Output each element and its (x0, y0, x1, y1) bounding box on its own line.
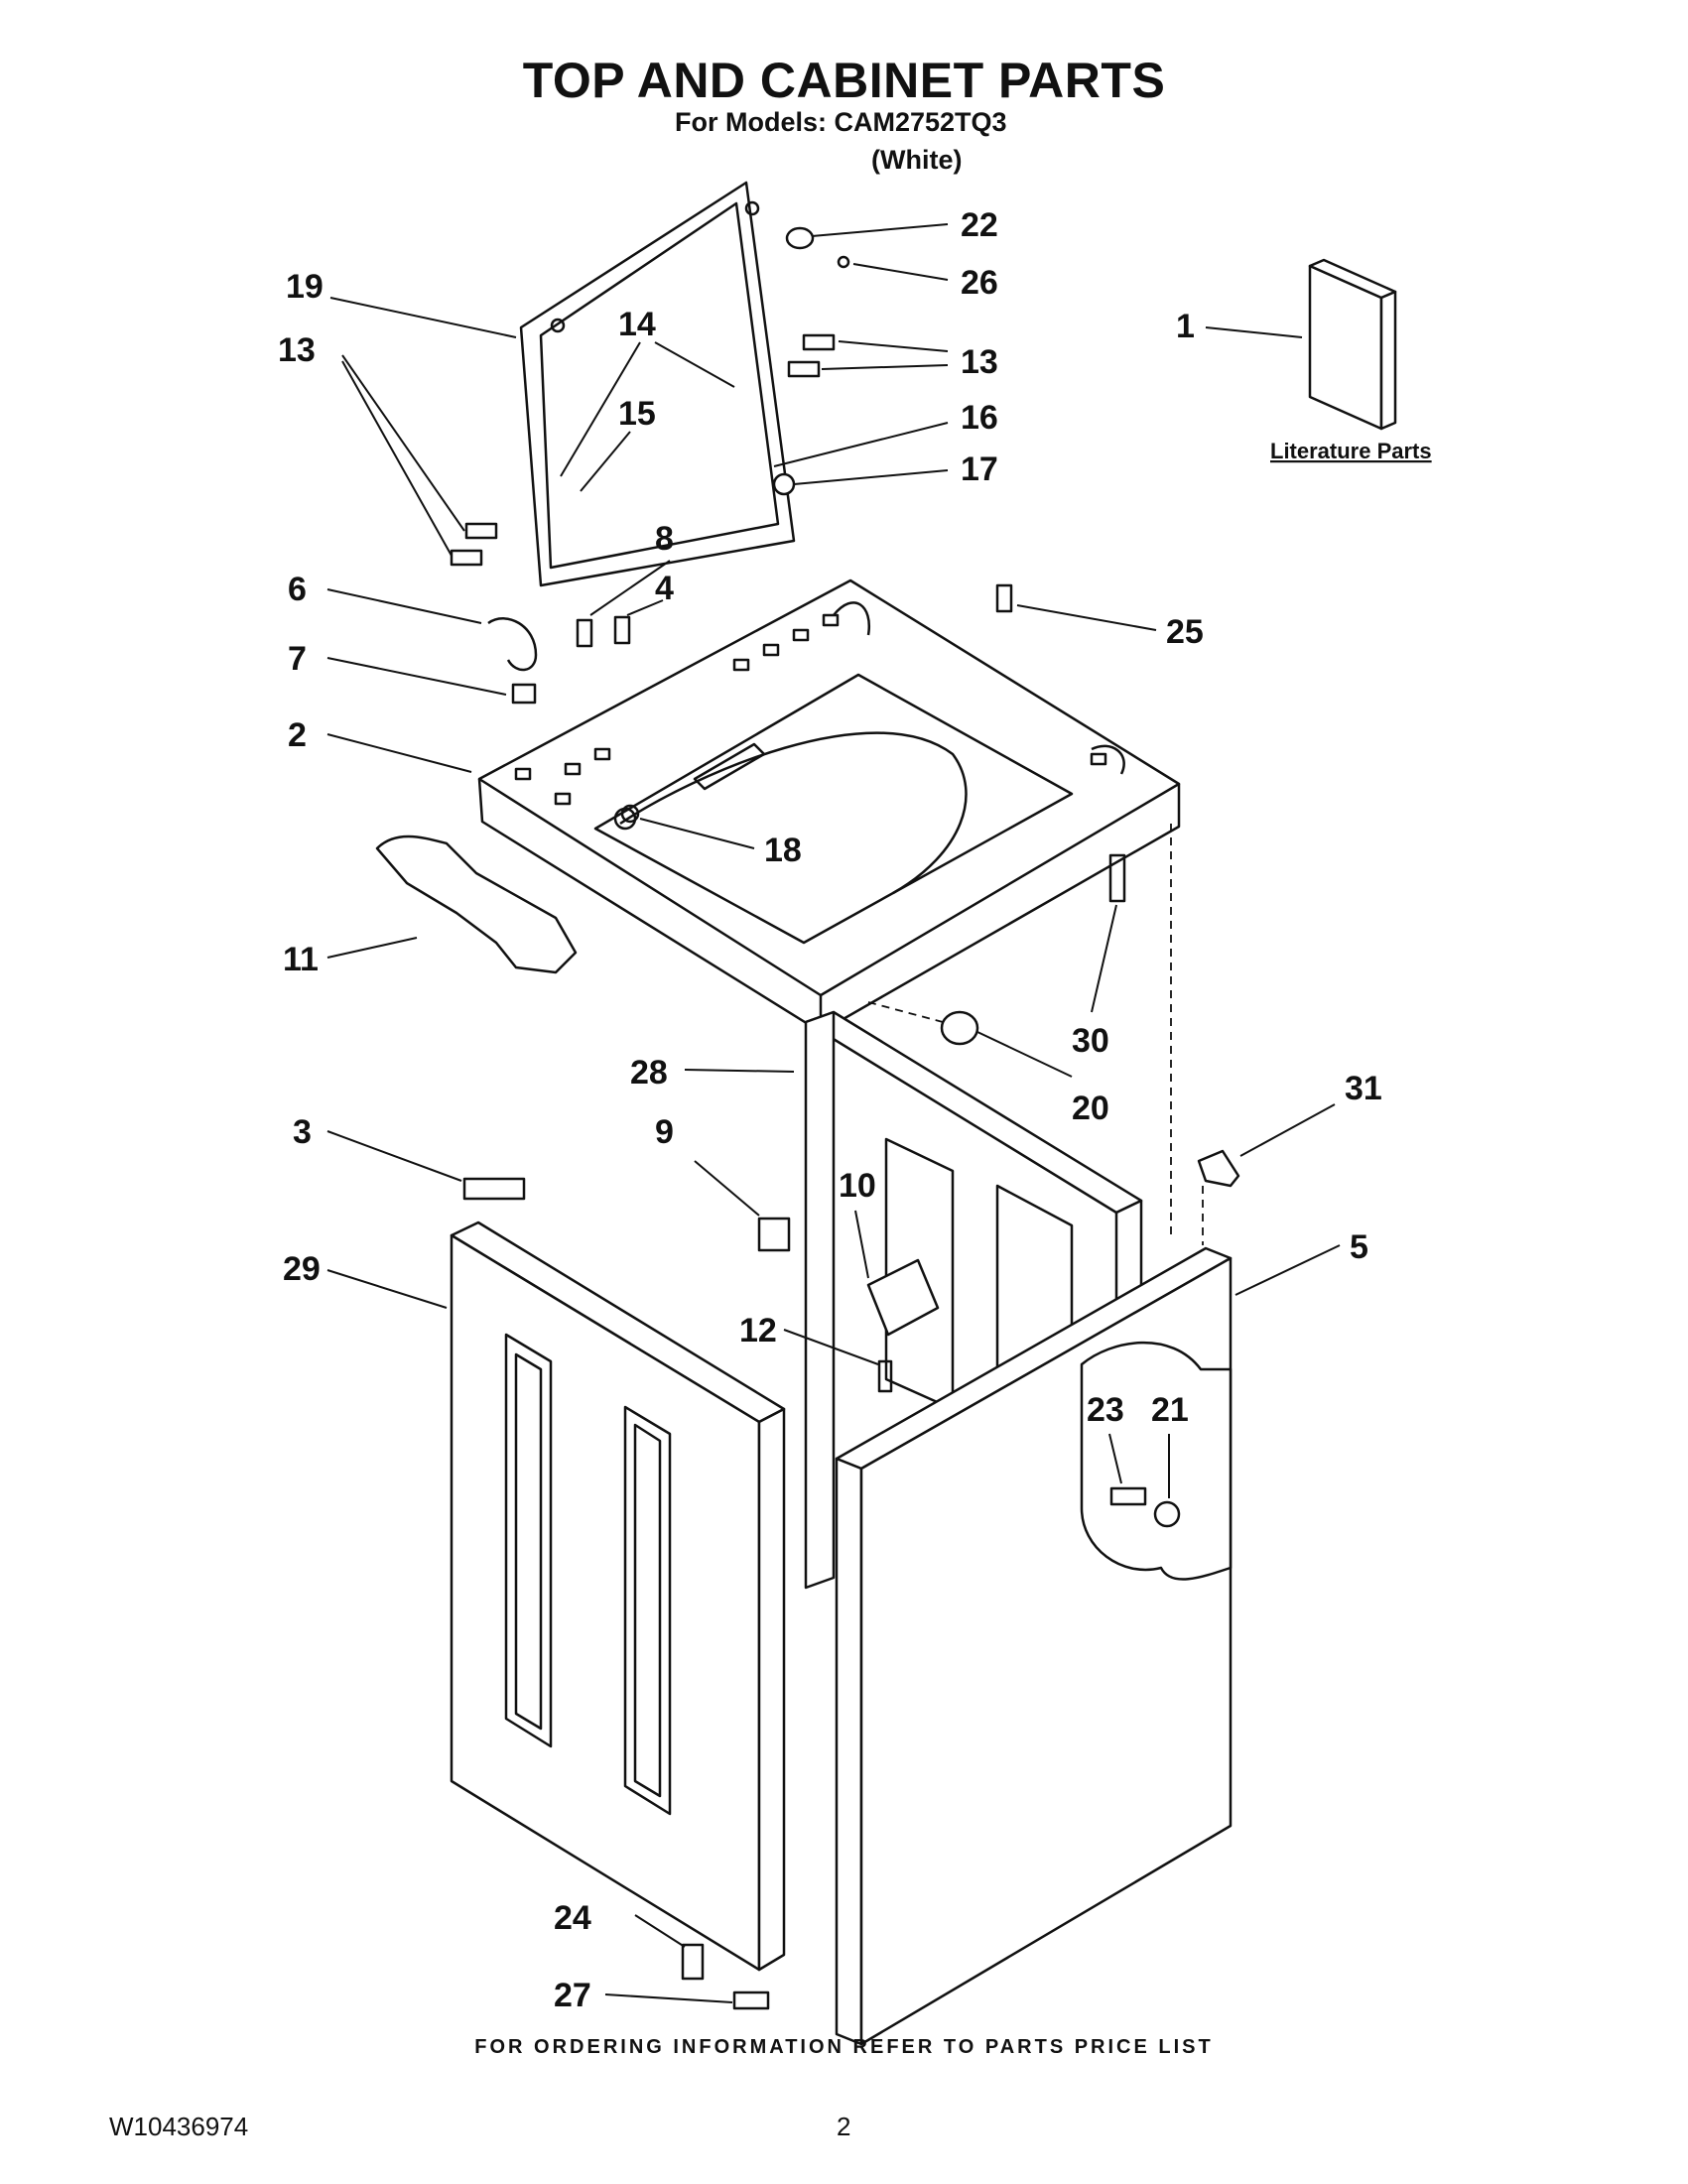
part-4-screw (613, 615, 631, 645)
part-27-screw (732, 1991, 770, 2010)
callout-11: 11 (283, 941, 319, 978)
small-parts (375, 226, 1240, 2010)
callout-25: 25 (1166, 613, 1204, 651)
literature-parts-label: Literature Parts (1270, 439, 1432, 463)
model-variant: (White) (871, 145, 963, 175)
part-8-screw (576, 618, 593, 648)
callouts: 22 26 19 14 13 1 15 16 17 13 8 4 6 25 7 … (278, 206, 1432, 2014)
callout-21: 21 (1151, 1391, 1189, 1429)
part-7-nut (511, 683, 537, 705)
callout-13-left: 13 (278, 331, 316, 369)
side-panel (835, 1246, 1233, 2046)
part-24-clip (681, 1943, 705, 1981)
callout-15: 15 (618, 395, 656, 433)
part-11-switch (375, 835, 578, 974)
part-31-clip (1197, 1149, 1240, 1188)
leader-lines (326, 223, 1341, 2003)
part-22 (785, 226, 815, 250)
callout-31: 31 (1345, 1070, 1382, 1107)
callout-19: 19 (286, 268, 324, 306)
callout-17: 17 (961, 450, 998, 488)
callout-7: 7 (288, 640, 307, 678)
part-26 (837, 255, 850, 269)
callout-26: 26 (961, 264, 998, 302)
callout-9: 9 (655, 1113, 674, 1151)
callout-5: 5 (1350, 1228, 1368, 1266)
callout-24: 24 (554, 1899, 591, 1937)
part-13-screw-left (464, 522, 498, 540)
callout-13-right: 13 (961, 343, 998, 381)
part-12-screw (877, 1359, 893, 1393)
part-10-bracket (866, 1258, 940, 1337)
part-6-clip (487, 617, 538, 672)
part-9-clip (757, 1217, 791, 1252)
part-23-bolt (1109, 1486, 1147, 1506)
callout-27: 27 (554, 1977, 591, 2014)
part-20-bumper (940, 1010, 979, 1046)
lid-frame (519, 181, 796, 587)
callout-14: 14 (618, 306, 656, 343)
callout-16: 16 (961, 399, 998, 437)
callout-1: 1 (1176, 308, 1195, 345)
callout-18: 18 (764, 832, 802, 869)
callout-30: 30 (1072, 1022, 1109, 1060)
page-number: 2 (837, 2112, 851, 2141)
assembly-guides (867, 824, 1204, 1245)
part-17 (772, 472, 796, 496)
callout-23: 23 (1087, 1391, 1124, 1429)
callout-12: 12 (739, 1312, 777, 1349)
part-3-pad (462, 1177, 526, 1201)
front-panel (450, 1220, 786, 1972)
ordering-note: FOR ORDERING INFORMATION REFER TO PARTS … (474, 2036, 1214, 2058)
callout-3: 3 (293, 1113, 312, 1151)
callout-29: 29 (283, 1250, 321, 1288)
callout-20: 20 (1072, 1090, 1109, 1127)
callout-2: 2 (288, 716, 307, 754)
part-21-washer (1153, 1500, 1181, 1528)
part-30-pin (1108, 853, 1126, 903)
model-subtitle: For Models: CAM2752TQ3 (675, 107, 1007, 137)
callout-10: 10 (839, 1167, 876, 1205)
callout-8: 8 (655, 520, 674, 558)
callout-28: 28 (630, 1054, 668, 1092)
top-cover (477, 578, 1181, 1034)
callout-4: 4 (655, 570, 674, 607)
part-18-plug (620, 804, 640, 824)
part-25-screw (995, 583, 1013, 613)
callout-22: 22 (961, 206, 998, 244)
part-13-screw-top (802, 333, 836, 351)
literature-booklet (1308, 258, 1397, 431)
document-number: W10436974 (109, 2112, 249, 2141)
callout-6: 6 (288, 571, 307, 608)
page-title: TOP AND CABINET PARTS (522, 53, 1166, 108)
